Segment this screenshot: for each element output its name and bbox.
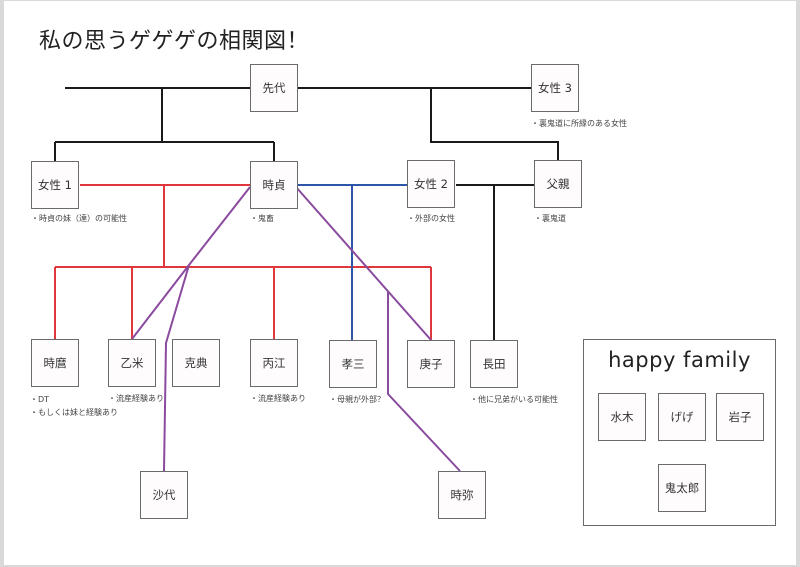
person-name: 女性 2 — [414, 177, 448, 191]
line-purple-to-tokiya — [387, 292, 461, 472]
note-josei3: ・裏鬼道に所縁のある女性 — [531, 119, 627, 128]
note-tokisada: ・鬼畜 — [250, 214, 274, 223]
member-name: げげ — [670, 410, 694, 424]
person-name: 丙江 — [262, 356, 286, 370]
note-chichioya: ・裏鬼道 — [534, 214, 566, 223]
family-member-kitaro[interactable]: 鬼太郎 — [658, 464, 706, 512]
line-purple-to-sayo — [163, 264, 190, 472]
person-name: 女性 3 — [538, 81, 572, 95]
page-title: 私の思うゲゲゲの相関図！ — [39, 29, 310, 54]
line-black-josei3-drop — [430, 88, 559, 160]
person-name: 女性 1 — [38, 178, 72, 192]
person-box-hinoe[interactable]: 丙江 — [250, 339, 298, 387]
person-box-otome[interactable]: 乙米 — [108, 339, 156, 387]
person-box-tokiya[interactable]: 時弥 — [438, 471, 486, 519]
member-name: 鬼太郎 — [664, 481, 700, 495]
member-name: 岩子 — [728, 410, 752, 424]
family-member-gege[interactable]: げげ — [658, 393, 706, 441]
person-name: 孝三 — [341, 357, 365, 371]
person-box-tokimaro[interactable]: 時麿 — [31, 339, 79, 387]
person-box-katsunori[interactable]: 克典 — [172, 339, 220, 387]
person-name: 沙代 — [152, 488, 176, 502]
person-box-josei1[interactable]: 女性 1 — [31, 161, 79, 209]
person-box-sayo[interactable]: 沙代 — [140, 471, 188, 519]
note-kozo: ・母親が外部？ — [329, 395, 385, 404]
person-name: 長田 — [482, 357, 506, 371]
person-box-josei3[interactable]: 女性 3 — [531, 64, 579, 112]
happy-family-title: happy family — [608, 348, 751, 372]
note-nagata: ・他に兄弟がいる可能性 — [470, 395, 558, 404]
relationship-lines — [54, 87, 559, 472]
note-tokimaro-2: ・もしくは妹と経験あり — [30, 408, 118, 417]
note-josei2: ・外部の女性 — [407, 214, 455, 223]
diagram-page: 私の思うゲゲゲの相関図！ 先代 女性 3 ・裏鬼道に所縁のある女性 女性 1 ・… — [4, 1, 796, 565]
family-member-mizuki[interactable]: 水木 — [598, 393, 646, 441]
line-purple-tokisada-otome — [131, 186, 251, 340]
person-box-chichioya[interactable]: 父親 — [534, 160, 582, 208]
person-box-kozo[interactable]: 孝三 — [329, 340, 377, 388]
person-box-josei2[interactable]: 女性 2 — [407, 160, 455, 208]
person-name: 庚子 — [419, 357, 443, 371]
person-name: 克典 — [184, 356, 208, 370]
family-member-iwako[interactable]: 岩子 — [716, 393, 764, 441]
member-name: 水木 — [610, 410, 634, 424]
note-tokimaro-1: ・DT — [30, 395, 50, 404]
happy-family-group: happy family 水木 げげ 岩子 鬼太郎 — [583, 339, 776, 526]
person-box-tokisada[interactable]: 時貞 — [250, 161, 298, 209]
note-hinoe: ・流産経験あり — [250, 394, 306, 403]
person-box-nagata[interactable]: 長田 — [470, 340, 518, 388]
person-name: 時麿 — [43, 356, 67, 370]
person-name: 時弥 — [450, 488, 474, 502]
person-name: 先代 — [262, 81, 286, 95]
person-name: 時貞 — [262, 178, 286, 192]
line-purple-tokisada-kanoeko — [295, 186, 432, 341]
person-box-kanoeko[interactable]: 庚子 — [407, 340, 455, 388]
note-josei1: ・時貞の妹（達）の可能性 — [31, 214, 127, 223]
person-box-sendai[interactable]: 先代 — [250, 64, 298, 112]
person-name: 父親 — [546, 177, 570, 191]
note-otome: ・流産経験あり — [108, 394, 164, 403]
person-name: 乙米 — [120, 356, 144, 370]
